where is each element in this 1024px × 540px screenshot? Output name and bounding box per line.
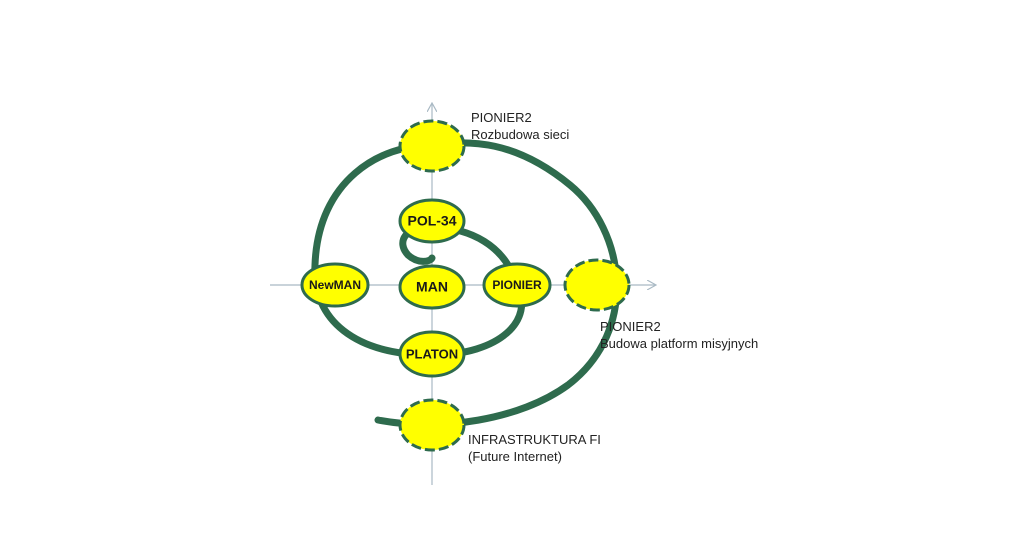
node-newman-label: NewMAN bbox=[309, 278, 361, 292]
node-platon-label: PLATON bbox=[406, 346, 458, 361]
node-newman bbox=[300, 262, 370, 308]
annotation-right-title: PIONIER2 bbox=[600, 319, 661, 334]
node-pionier-label: PIONIER bbox=[492, 278, 542, 292]
annotation-top-title: PIONIER2 bbox=[471, 110, 532, 125]
node-bottom-infrastruktura bbox=[398, 398, 466, 452]
annotation-bottom-title: INFRASTRUKTURA FI bbox=[468, 432, 601, 447]
node-top-pionier2 bbox=[398, 119, 466, 173]
node-pol34-label: POL-34 bbox=[407, 213, 456, 229]
node-platon bbox=[398, 330, 466, 378]
node-pol34 bbox=[398, 198, 466, 244]
annotation-right-sub: Budowa platform misyjnych bbox=[600, 336, 758, 351]
annotation-top-sub: Rozbudowa sieci bbox=[471, 127, 569, 142]
node-man-label: MAN bbox=[416, 279, 448, 295]
node-right-pionier2 bbox=[563, 258, 631, 312]
annotation-bottom-sub: (Future Internet) bbox=[468, 449, 562, 464]
node-man bbox=[398, 264, 466, 310]
node-pionier bbox=[482, 262, 552, 308]
